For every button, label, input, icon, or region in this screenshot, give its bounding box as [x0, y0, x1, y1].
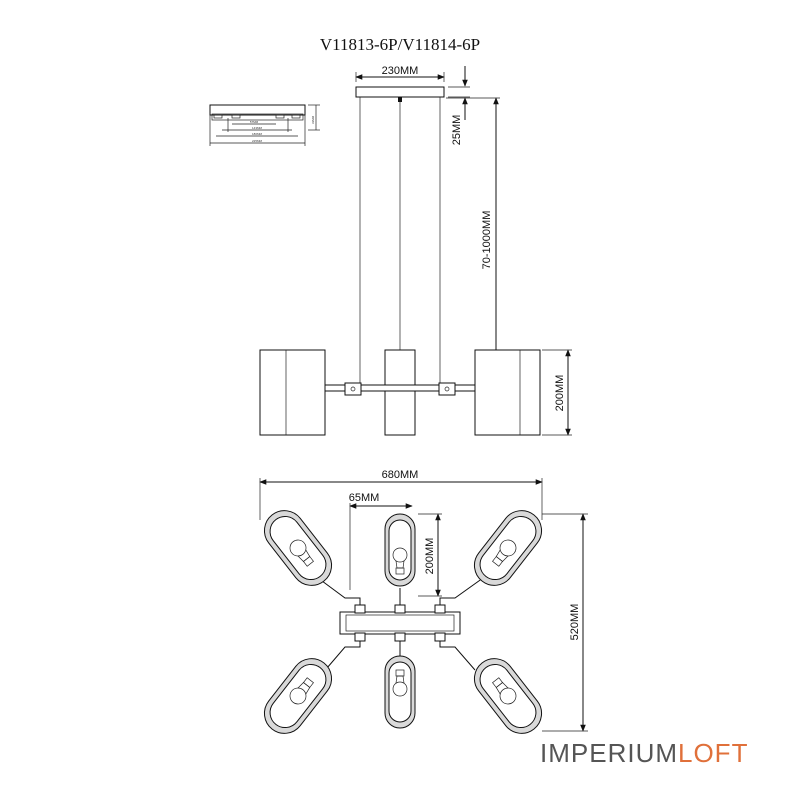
svg-text:143MM: 143MM: [252, 126, 263, 130]
svg-text:225MM: 225MM: [252, 139, 263, 143]
logo-text-loft: LOFT: [678, 738, 748, 768]
imperiumloft-logo: IMPERIUMLOFT: [540, 738, 748, 768]
glass-shade-top-center: [384, 513, 416, 587]
mount-plate: [209, 104, 306, 116]
side-shade-left: [259, 349, 326, 436]
side-frame-bar: [324, 384, 476, 392]
top-view: 680MM 65MM 200MM 520MM: [259, 469, 588, 734]
arm-bottom-left: [326, 641, 361, 669]
overall-depth-label: 520MM: [569, 604, 581, 641]
glass-shade-top-left: [263, 510, 333, 586]
overall-width-label: 680MM: [382, 469, 419, 481]
side-shade-height-label: 200MM: [554, 375, 566, 412]
ceiling-canopy: [355, 86, 445, 98]
canopy-width-label: 230MM: [382, 65, 419, 77]
top-shade-height-label: 200MM: [424, 538, 436, 575]
glass-shade-bottom-left: [263, 658, 333, 734]
arm-top-left: [317, 577, 361, 605]
side-shade-right: [474, 349, 541, 436]
mount-plate-detail: 57MM 143MM 180MM 225MM 33MM: [209, 104, 320, 146]
arm-offset-label: 65MM: [349, 492, 380, 504]
canopy-height-label: 25MM: [451, 115, 463, 146]
side-view: 230MM 25MM 70-1000MM 200MM: [259, 65, 572, 436]
arm-top-right: [439, 577, 484, 605]
suspension-length-label: 70-1000MM: [481, 211, 493, 270]
glass-shade-bottom-right: [473, 658, 543, 734]
side-shade-center: [384, 349, 416, 436]
model-title: V11813-6P/V11814-6P: [320, 35, 480, 54]
logo-text-imperium: IMPERIUM: [540, 738, 678, 768]
svg-text:33MM: 33MM: [311, 115, 315, 124]
svg-text:IMPERIUMLOFT: IMPERIUMLOFT: [540, 738, 748, 768]
glass-shade-bottom-center: [384, 655, 416, 729]
svg-text:180MM: 180MM: [252, 132, 263, 136]
arm-bottom-right: [439, 641, 476, 671]
svg-text:57MM: 57MM: [250, 120, 259, 124]
glass-shade-top-right: [473, 510, 543, 586]
